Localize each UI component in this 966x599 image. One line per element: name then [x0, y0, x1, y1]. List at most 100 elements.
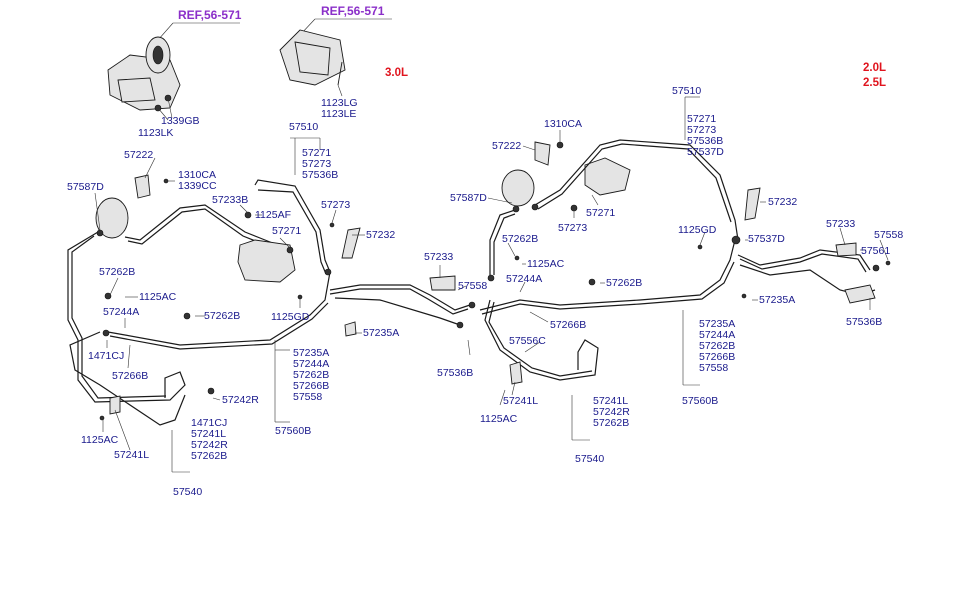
part-label[interactable]: 57233: [826, 218, 856, 230]
part-label[interactable]: 57271: [302, 147, 332, 159]
part-label[interactable]: 57510: [289, 121, 319, 133]
part-label[interactable]: 57242R: [191, 439, 228, 451]
part-label[interactable]: 1310CA: [178, 169, 216, 181]
engine-label-3-0: 3.0L: [385, 67, 409, 79]
part-label[interactable]: 57266B: [550, 319, 587, 331]
part-label[interactable]: 57273: [558, 222, 588, 234]
brackets: [109, 141, 876, 415]
bracket-middle: [279, 29, 346, 86]
leader-lines: [94, 96, 889, 473]
part-label[interactable]: 57273: [302, 158, 332, 170]
part-label[interactable]: 57273: [687, 124, 717, 136]
pipes-left: [67, 179, 331, 426]
part-label[interactable]: 57242R: [593, 406, 630, 418]
part-label[interactable]: 57273: [321, 199, 351, 211]
part-label[interactable]: 1339GB: [161, 115, 200, 127]
part-stack-57540-left: 1471CJ 57241L 57242R 57262B: [191, 418, 228, 462]
part-label[interactable]: 57262B: [99, 266, 136, 278]
part-stack-57560B-right: 57235A 57244A 57262B 57266B 57558: [699, 319, 735, 374]
part-label[interactable]: 57558: [699, 362, 729, 374]
part-label[interactable]: 1125AC: [527, 258, 565, 270]
part-label[interactable]: 57222: [492, 140, 522, 152]
part-label[interactable]: 57262B: [204, 310, 241, 322]
part-label[interactable]: 1125GD: [271, 311, 310, 323]
ref-label-left[interactable]: REF,56-571: [178, 8, 242, 22]
part-label[interactable]: 57556C: [509, 335, 546, 347]
part-label[interactable]: 57540: [575, 453, 605, 465]
part-label[interactable]: 57266B: [112, 370, 149, 382]
part-label[interactable]: 57537D: [687, 146, 724, 158]
part-label[interactable]: 1125AC: [139, 291, 177, 303]
part-label[interactable]: 1123LG: [321, 97, 358, 109]
part-label[interactable]: 57235A: [759, 294, 796, 306]
part-label[interactable]: 57233B: [212, 194, 249, 206]
part-label[interactable]: 57536B: [846, 316, 883, 328]
part-label[interactable]: 57242R: [222, 394, 259, 406]
part-label[interactable]: 57241L: [114, 449, 150, 461]
part-label[interactable]: 1125AF: [255, 209, 291, 221]
part-label[interactable]: 57587D: [67, 181, 104, 193]
part-label[interactable]: 57244A: [506, 273, 543, 285]
part-label[interactable]: 57536B: [302, 169, 339, 181]
part-label[interactable]: 57536B: [687, 135, 724, 147]
part-label[interactable]: 1471CJ: [191, 417, 228, 429]
part-label[interactable]: 57241L: [593, 395, 629, 407]
part-label[interactable]: 57271: [272, 225, 302, 237]
part-label[interactable]: 57235A: [363, 327, 400, 339]
part-label[interactable]: 57266B: [293, 380, 330, 392]
valve-body-right: [584, 157, 631, 196]
part-label[interactable]: 57235A: [293, 347, 330, 359]
part-label[interactable]: 57266B: [699, 351, 736, 363]
part-label[interactable]: 57241L: [503, 395, 539, 407]
part-label[interactable]: 57262B: [699, 340, 736, 352]
part-label[interactable]: 57536B: [437, 367, 474, 379]
master-cylinder-left: [107, 36, 181, 112]
part-label[interactable]: 57271: [687, 113, 717, 125]
part-label[interactable]: 57558: [293, 391, 323, 403]
part-label[interactable]: 57241L: [191, 428, 227, 440]
part-label[interactable]: 57244A: [103, 306, 140, 318]
part-label[interactable]: 57560B: [275, 425, 312, 437]
part-label[interactable]: 57558: [874, 229, 904, 241]
part-label[interactable]: 1339CC: [178, 180, 217, 192]
part-stack-57540-right: 57241L 57242R 57262B: [593, 396, 630, 429]
part-label[interactable]: 1123LK: [138, 127, 174, 139]
part-label[interactable]: 57262B: [191, 450, 228, 462]
part-label[interactable]: 57560B: [682, 395, 719, 407]
part-label[interactable]: 57537D: [748, 233, 785, 245]
part-label[interactable]: 57587D: [450, 192, 487, 204]
pipes-middle: [329, 209, 736, 381]
valve-body-left: [237, 239, 296, 283]
part-label[interactable]: 57262B: [593, 417, 630, 429]
part-label[interactable]: 1125AC: [81, 434, 119, 446]
part-label[interactable]: 57262B: [502, 233, 539, 245]
part-stack-57560B-left: 57235A 57244A 57262B 57266B 57558: [293, 348, 329, 403]
part-label[interactable]: 1123LE: [321, 108, 357, 120]
part-stack-57510-left: 57271 57273 57536B: [302, 148, 338, 181]
part-label[interactable]: 1125GD: [678, 224, 717, 236]
engine-label-2-5: 2.5L: [863, 77, 887, 89]
part-label[interactable]: 57244A: [699, 329, 736, 341]
part-label[interactable]: 57540: [173, 486, 203, 498]
part-label[interactable]: 57244A: [293, 358, 330, 370]
part-label[interactable]: 1471CJ: [88, 350, 125, 362]
ref-label-middle[interactable]: REF,56-571: [321, 4, 385, 18]
part-label[interactable]: 57510: [672, 85, 702, 97]
part-label[interactable]: 57262B: [606, 277, 643, 289]
engine-label-2-0: 2.0L: [863, 62, 887, 74]
part-label[interactable]: 57262B: [293, 369, 330, 381]
part-label[interactable]: 57558: [458, 280, 488, 292]
part-label[interactable]: 57232: [366, 229, 396, 241]
part-label[interactable]: 57561: [861, 245, 891, 257]
reservoir-left: [95, 197, 129, 239]
reservoir-right: [501, 169, 535, 207]
part-label[interactable]: 57233: [424, 251, 454, 263]
part-label[interactable]: 1125AC: [480, 413, 518, 425]
part-label[interactable]: 1310CA: [544, 118, 582, 130]
part-label[interactable]: 57222: [124, 149, 154, 161]
part-label[interactable]: 57235A: [699, 318, 736, 330]
part-label[interactable]: 57271: [586, 207, 616, 219]
part-label[interactable]: 57232: [768, 196, 798, 208]
